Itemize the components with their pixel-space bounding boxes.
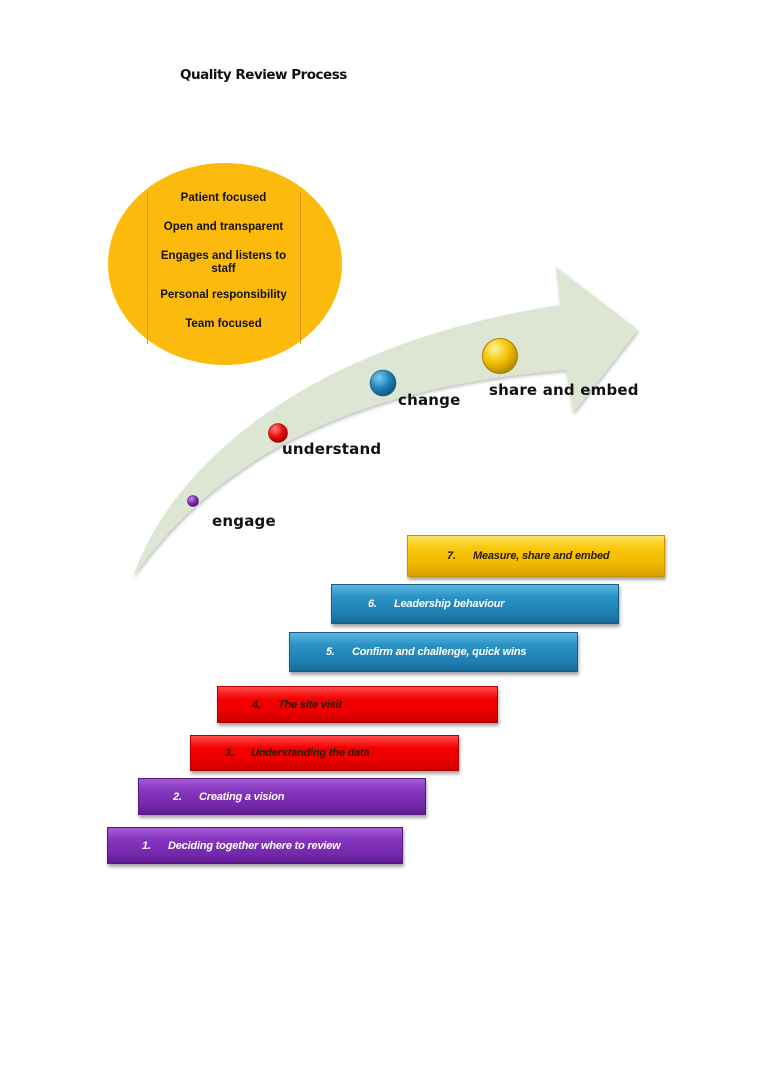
step-1-text: 1.Deciding together where to review — [142, 839, 341, 852]
stage-dot-understand — [268, 423, 288, 443]
journey-arrow — [133, 267, 638, 577]
stage-dot-share-and-embed — [482, 338, 518, 374]
value-item: Personal responsibility — [160, 289, 287, 301]
step-5-text: 5.Confirm and challenge, quick wins — [326, 646, 527, 658]
step-4: 4.The site visit — [217, 686, 498, 723]
step-7-text: 7.Measure, share and embed — [447, 550, 610, 562]
step-2-text: 2.Creating a vision — [173, 790, 285, 803]
step-3: 3.Understanding the data — [190, 735, 459, 771]
stage-label-engage: engage — [212, 512, 276, 530]
value-item: Team focused — [185, 318, 262, 330]
value-item: Open and transparent — [163, 221, 284, 233]
step-3-text: 3.Understanding the data — [225, 747, 370, 759]
value-item: Engages and listens to staff — [160, 250, 287, 275]
step-1: 1.Deciding together where to review — [107, 827, 403, 864]
values-list: Patient focused Open and transparent Eng… — [147, 190, 300, 331]
stage-dot-engage — [187, 495, 199, 507]
value-item: Patient focused — [180, 192, 267, 204]
stage-label-change: change — [398, 391, 461, 409]
stage-dot-change — [369, 369, 397, 397]
step-6: 6.Leadership behaviour — [331, 584, 619, 624]
step-4-text: 4.The site visit — [252, 698, 342, 711]
step-7: 7.Measure, share and embed — [407, 535, 665, 577]
values-divider-right — [300, 192, 301, 344]
arrow-shape — [133, 267, 638, 577]
step-5: 5.Confirm and challenge, quick wins — [289, 632, 578, 672]
stage-label-understand: understand — [282, 440, 382, 458]
step-6-text: 6.Leadership behaviour — [368, 598, 505, 610]
step-2: 2.Creating a vision — [138, 778, 426, 815]
stage-label-share-and-embed: share and embed — [489, 381, 639, 399]
page-title: Quality Review Process — [180, 67, 347, 83]
values-divider-left — [147, 192, 148, 344]
